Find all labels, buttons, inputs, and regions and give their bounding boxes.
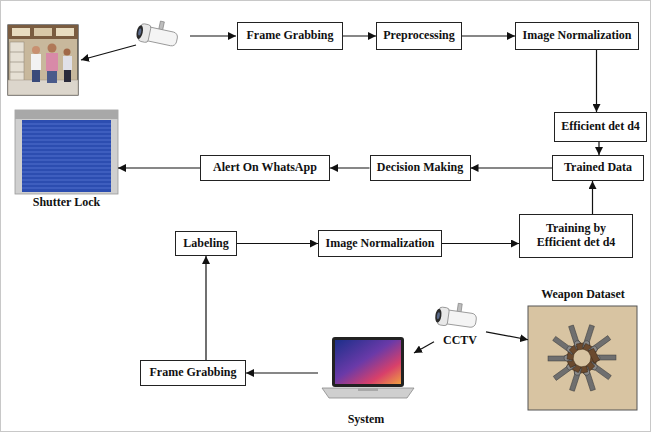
image-node: Shutter Lock [15,110,118,210]
process-box: Frame Grabbing [140,360,246,386]
box-label: Frame Grabbing [247,29,334,43]
image-caption: CCTV [441,334,479,348]
flow-arrow [442,243,519,244]
process-box: Image Normalization [318,230,442,257]
process-box: Efficient det d4 [554,112,647,142]
camera-arrow [81,45,136,60]
box-label: Training by Efficient det d4 [525,222,627,250]
box-label: Efficient det d4 [561,120,640,134]
process-box: Alert On WhatsApp [200,155,330,181]
image-caption: Shutter Lock [31,196,102,210]
flow-arrow [598,142,599,155]
weapon-photo [528,306,637,410]
box-label: Frame Grabbing [150,366,237,380]
image-caption: Weapon Dataset [539,288,627,302]
store-photo [8,25,78,95]
flow-arrow [414,342,434,353]
process-box: Training by Efficient det d4 [519,214,633,258]
process-box: Labeling [175,231,237,256]
process-box: Trained Data [552,155,644,181]
image-caption: System [346,413,387,427]
shutter-photo [15,110,118,194]
image-node: System [318,333,414,427]
flow-arrow [486,332,528,340]
box-label: Decision Making [377,161,463,175]
process-box: Decision Making [370,155,471,181]
process-box: Frame Grabbing [237,22,343,50]
cctv-camera [434,300,478,329]
box-label: Preprocessing [383,29,455,43]
image-node: CCTV [434,306,486,348]
process-box: Preprocessing [376,22,462,50]
laptop-icon [322,337,414,398]
flow-arrow [462,35,515,36]
flow-arrow [596,50,597,112]
image-node: Weapon Dataset [528,288,638,412]
box-label: Alert On WhatsApp [213,161,317,175]
flow-arrow [330,167,370,168]
flow-arrow [471,167,553,168]
flow-arrow [592,181,593,214]
flow-arrow [205,256,206,360]
flow-arrow [237,243,318,244]
process-box: Image Normalization [515,22,639,50]
box-label: Image Normalization [326,237,435,251]
flow-arrow [118,167,200,168]
box-label: Labeling [183,237,228,251]
camera-arrow [190,35,236,36]
cctv-camera [135,17,180,49]
flow-arrow [246,372,318,373]
flow-arrow [343,35,376,36]
box-label: Trained Data [564,161,632,175]
box-label: Image Normalization [523,29,632,43]
